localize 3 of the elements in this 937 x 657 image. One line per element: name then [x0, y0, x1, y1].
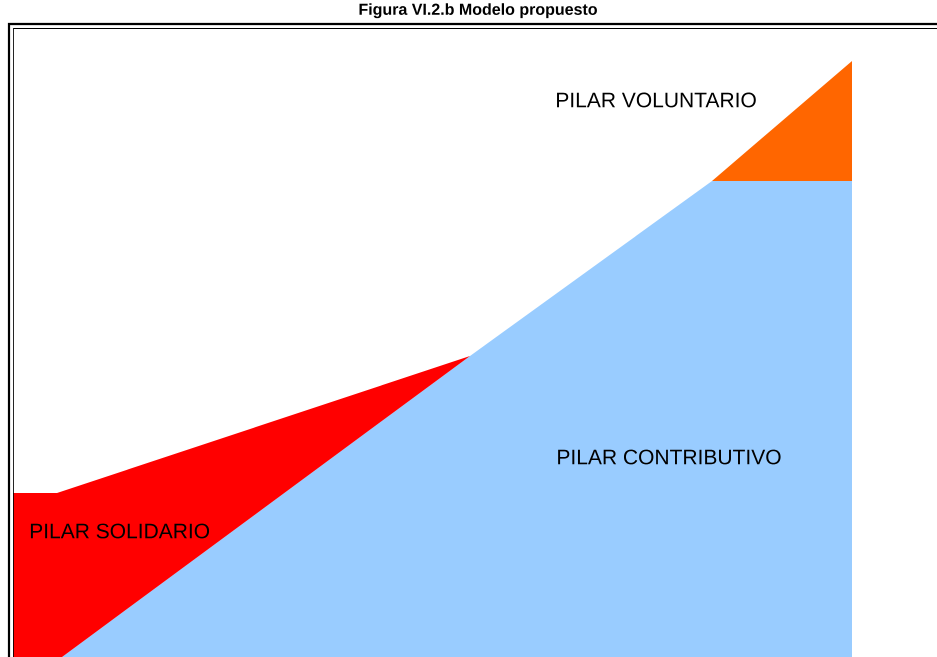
figure-title: Figura VI.2.b Modelo propuesto	[360, 3, 597, 18]
pillar-region: PILAR VOLUNTARIO	[557, 61, 852, 181]
pillar-region: PILAR SOLIDARIO	[13, 356, 470, 657]
